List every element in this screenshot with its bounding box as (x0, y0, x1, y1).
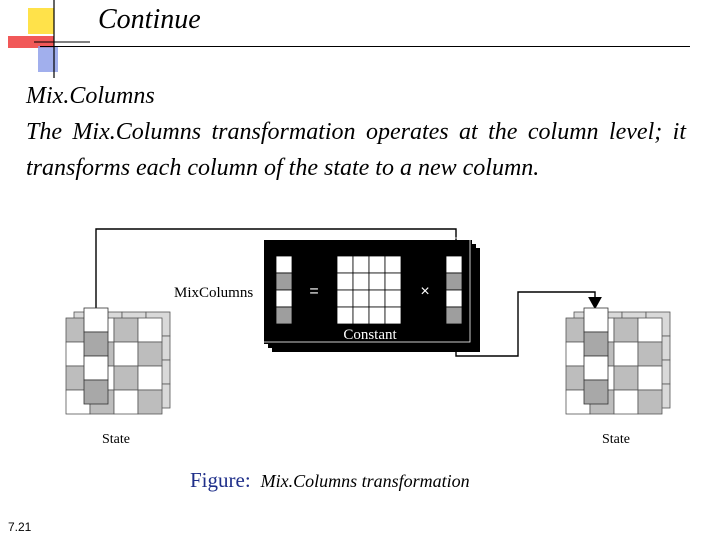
constant-cell (336, 272, 354, 291)
state-cell-highlight (583, 307, 609, 333)
constant-cell (352, 289, 370, 308)
column-cell (275, 289, 293, 308)
constant-cell (384, 289, 402, 308)
constant-cell (336, 255, 354, 274)
constant-cell (336, 306, 354, 325)
result-column (275, 255, 293, 325)
constant-cell (384, 255, 402, 274)
body-paragraph: The Mix.Columns transformation operates … (26, 119, 686, 181)
state-cell (113, 389, 139, 415)
constant-cell (352, 272, 370, 291)
state-cell (113, 341, 139, 367)
slide-body: Mix.Columns The Mix.Columns transformati… (26, 78, 686, 186)
input-column (445, 255, 463, 325)
state-cell-highlight (83, 307, 109, 333)
column-cell (275, 306, 293, 325)
times-sign: × (420, 283, 429, 300)
right-state-label: State (602, 432, 630, 447)
state-cell (613, 365, 639, 391)
state-cell-highlight (583, 379, 609, 405)
state-cell (113, 365, 139, 391)
constant-cell (352, 255, 370, 274)
flow-connector-out (455, 291, 602, 357)
state-cell-highlight (583, 355, 609, 381)
corner-decoration (0, 0, 90, 80)
constant-matrix (336, 255, 402, 325)
state-cell (613, 317, 639, 343)
page-number: 7.21 (8, 520, 32, 534)
constant-cell (352, 306, 370, 325)
state-cell (613, 341, 639, 367)
left-state-label: State (102, 432, 130, 447)
caption-label: Figure: (190, 468, 251, 492)
state-cell (137, 365, 163, 391)
constant-cell (368, 306, 386, 325)
constant-cell (384, 272, 402, 291)
state-cell-highlight (83, 379, 109, 405)
equals-sign: = (309, 283, 318, 300)
caption-text: Mix.Columns transformation (260, 471, 470, 491)
constant-cell (384, 306, 402, 325)
constant-cell (336, 289, 354, 308)
corner-decoration-graphic (8, 0, 90, 78)
state-cell (637, 317, 663, 343)
state-cell (637, 341, 663, 367)
right-state-block (565, 307, 671, 415)
mixcolumns-matrix-box: = × Constant (261, 237, 480, 352)
state-cell (637, 389, 663, 415)
state-cell-highlight (83, 355, 109, 381)
column-cell (445, 306, 463, 325)
column-cell (275, 255, 293, 274)
flow-connector (95, 228, 457, 312)
column-cell (445, 289, 463, 308)
column-cell (275, 272, 293, 291)
constant-cell (368, 289, 386, 308)
slide-title: Continue (98, 4, 201, 35)
state-cell (113, 317, 139, 343)
state-cell (137, 389, 163, 415)
constant-cell (368, 272, 386, 291)
constant-cell (368, 255, 386, 274)
column-cell (445, 255, 463, 274)
section-heading: Mix.Columns (26, 83, 155, 109)
mixcolumns-op-label: MixColumns (174, 285, 253, 301)
state-cell (137, 317, 163, 343)
constant-label: Constant (343, 327, 397, 343)
state-cell-highlight (583, 331, 609, 357)
title-divider (40, 46, 690, 47)
state-cell (137, 341, 163, 367)
column-cell (445, 272, 463, 291)
state-cell (637, 365, 663, 391)
state-cell (613, 389, 639, 415)
left-state-block (65, 307, 171, 415)
figure-caption: Figure: Mix.Columns transformation (190, 468, 470, 493)
state-cell-highlight (83, 331, 109, 357)
